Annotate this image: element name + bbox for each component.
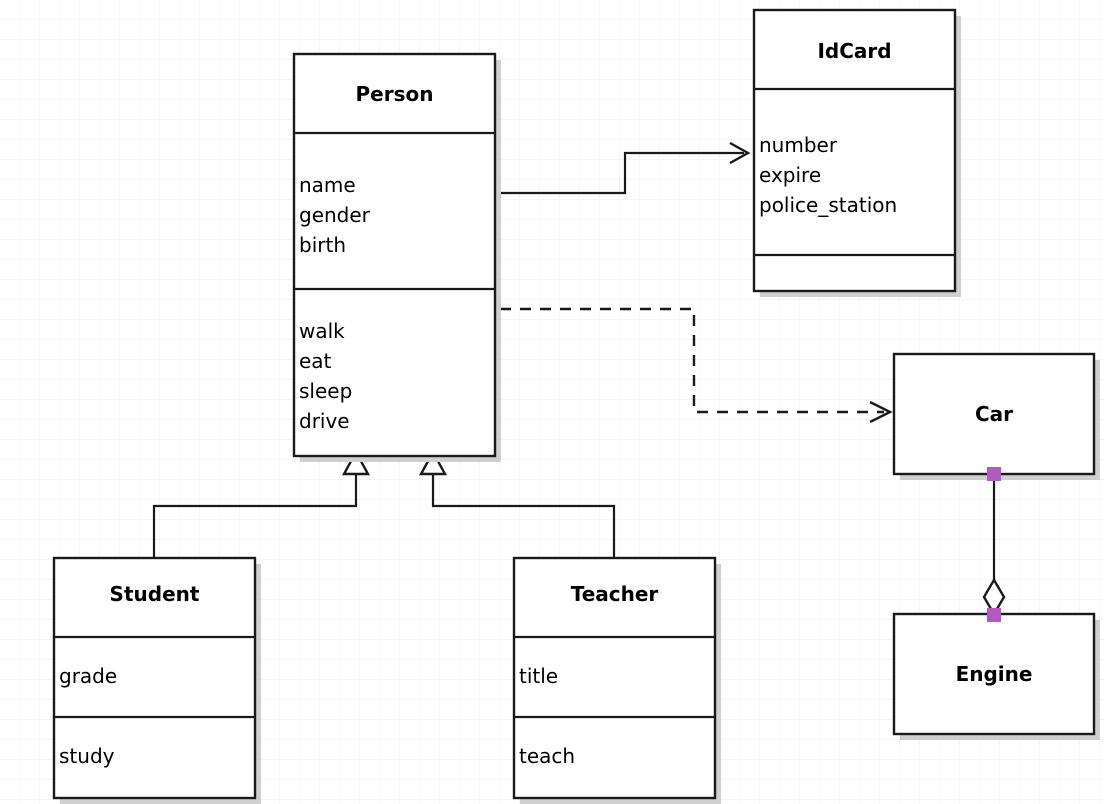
edge-person-idcard[interactable] — [495, 141, 751, 195]
class-name-engine: Engine — [956, 662, 1033, 686]
operation-person-0: walk — [299, 319, 345, 343]
attribute-person-1: gender — [299, 203, 371, 227]
class-name-car: Car — [975, 402, 1013, 426]
edge-person-car[interactable] — [500, 307, 893, 424]
class-name-student: Student — [110, 582, 200, 606]
class-box-student[interactable]: Student grade study — [52, 556, 261, 804]
attribute-idcard-0: number — [759, 133, 838, 157]
operation-person-1: eat — [299, 349, 332, 373]
class-name-person: Person — [356, 82, 434, 106]
operation-teacher-0: teach — [519, 744, 575, 768]
edge-teacher-person[interactable] — [418, 449, 616, 558]
operation-person-2: sleep — [299, 379, 352, 403]
attribute-person-2: birth — [299, 233, 346, 257]
class-box-engine[interactable]: Engine — [892, 612, 1100, 740]
class-box-idcard[interactable]: IdCard number expire police_station — [752, 8, 961, 297]
connection-handle-engine[interactable] — [987, 608, 1001, 622]
class-name-idcard: IdCard — [817, 39, 891, 63]
class-box-person[interactable]: Person name gender birth walk eat sleep … — [292, 52, 501, 462]
attribute-student-0: grade — [59, 664, 117, 688]
class-name-teacher: Teacher — [571, 582, 659, 606]
operation-person-3: drive — [299, 409, 350, 433]
attribute-teacher-0: title — [519, 664, 558, 688]
attribute-idcard-1: expire — [759, 163, 821, 187]
connection-handle-car[interactable] — [987, 467, 1001, 481]
class-box-teacher[interactable]: Teacher title teach — [512, 556, 721, 804]
attribute-person-0: name — [299, 173, 356, 197]
operation-student-0: study — [59, 744, 115, 768]
edge-student-person[interactable] — [152, 449, 371, 558]
attribute-idcard-2: police_station — [759, 193, 897, 217]
class-box-car[interactable]: Car — [892, 352, 1100, 480]
